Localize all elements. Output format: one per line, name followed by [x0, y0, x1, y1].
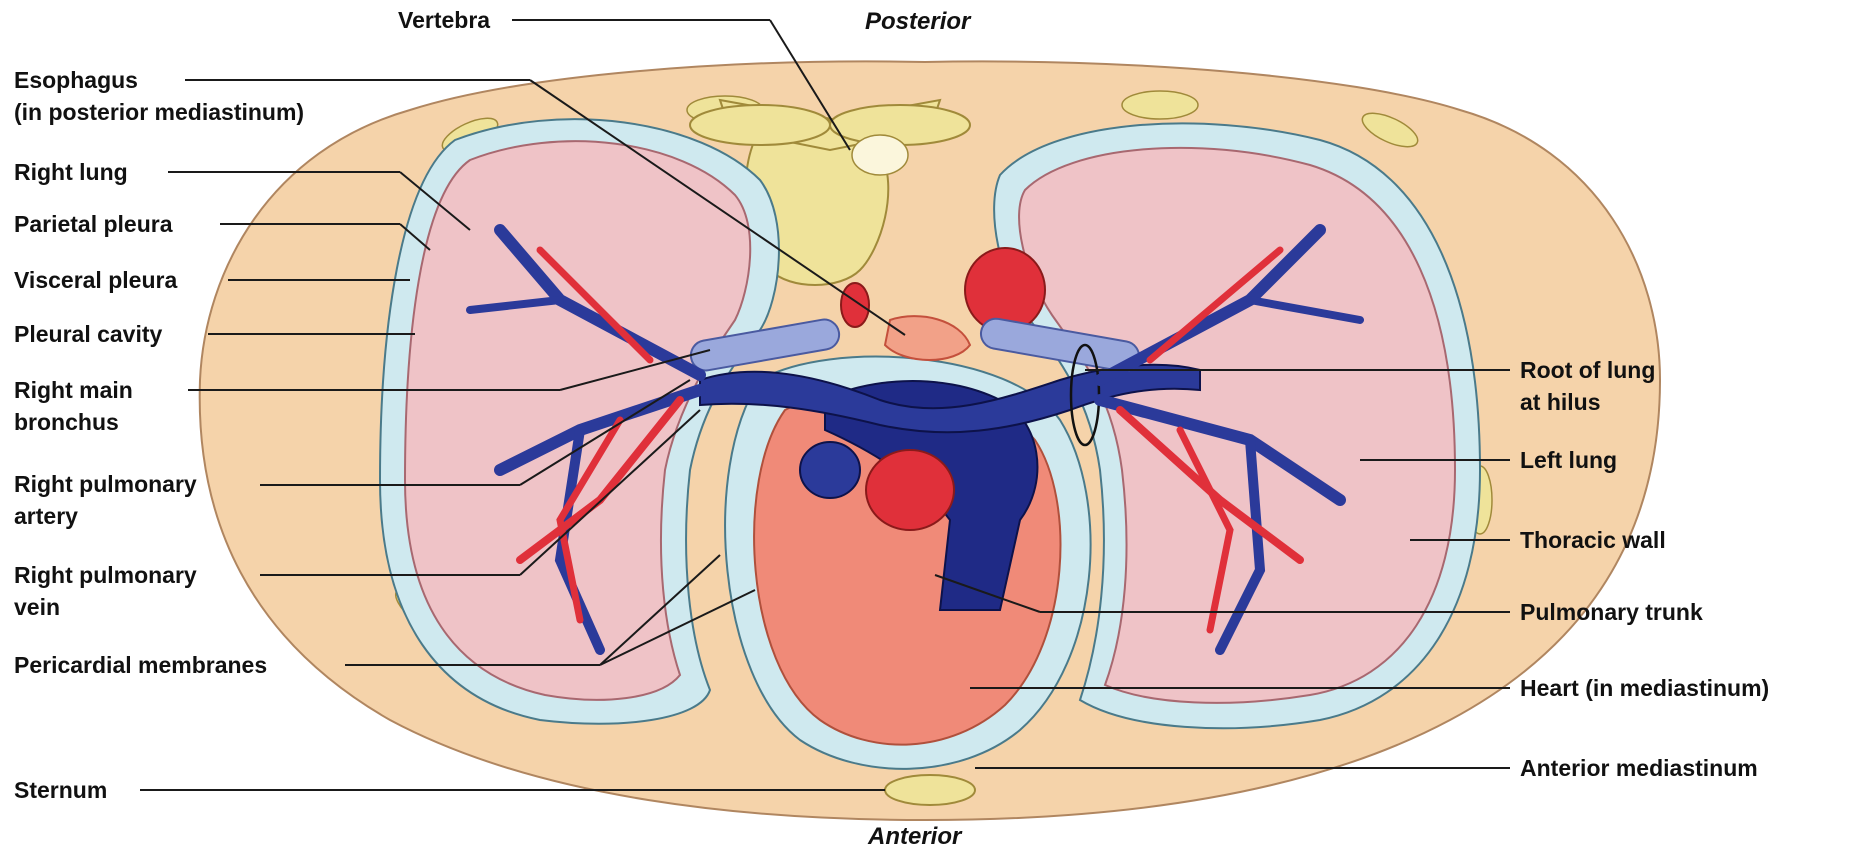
label-root-of-lung-line2: at hilus — [1520, 388, 1601, 417]
label-right-main-bronchus-line2: bronchus — [14, 408, 119, 437]
label-right-pulmonary-artery-line1: Right pulmonary — [14, 470, 197, 499]
small-vessel-shape — [841, 283, 869, 327]
label-right-lung: Right lung — [14, 158, 128, 187]
label-right-pulmonary-artery-line2: artery — [14, 502, 78, 531]
orientation-anterior: Anterior — [868, 823, 961, 851]
sternum-shape — [885, 775, 975, 805]
label-left-lung: Left lung — [1520, 446, 1617, 475]
label-visceral-pleura: Visceral pleura — [14, 266, 177, 295]
label-vertebra: Vertebra — [398, 6, 490, 35]
label-sternum: Sternum — [14, 776, 107, 805]
label-right-main-bronchus-line1: Right main — [14, 376, 133, 405]
label-thoracic-wall: Thoracic wall — [1520, 526, 1666, 555]
label-pericardial-membranes: Pericardial membranes — [14, 651, 267, 680]
label-right-pulmonary-vein-line2: vein — [14, 593, 60, 622]
label-esophagus-line2: (in posterior mediastinum) — [14, 98, 304, 127]
label-right-pulmonary-vein-line1: Right pulmonary — [14, 561, 197, 590]
orientation-posterior: Posterior — [865, 8, 970, 36]
superior-vena-cava-shape — [800, 442, 860, 498]
aortic-root-shape — [866, 450, 954, 530]
label-pleural-cavity: Pleural cavity — [14, 320, 162, 349]
label-heart: Heart (in mediastinum) — [1520, 674, 1769, 703]
label-esophagus-line1: Esophagus — [14, 66, 138, 95]
label-root-of-lung-line1: Root of lung — [1520, 356, 1655, 385]
label-parietal-pleura: Parietal pleura — [14, 210, 173, 239]
label-pulmonary-trunk: Pulmonary trunk — [1520, 598, 1703, 627]
label-anterior-mediastinum: Anterior mediastinum — [1520, 754, 1758, 783]
